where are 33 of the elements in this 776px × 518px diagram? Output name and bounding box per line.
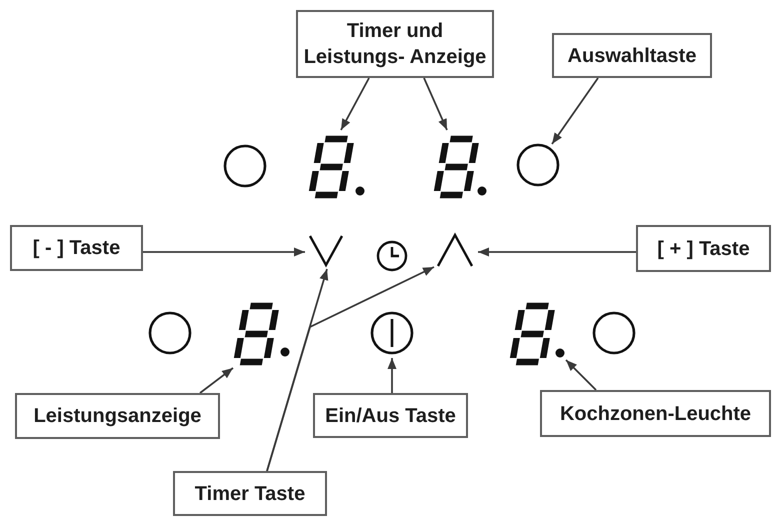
callout-box: Leistungsanzeige xyxy=(15,393,220,439)
dot-icon xyxy=(477,186,487,196)
clock-icon xyxy=(376,240,408,272)
power-icon xyxy=(369,310,415,356)
ring-icon xyxy=(222,143,268,189)
arrow xyxy=(565,359,597,391)
dot-icon xyxy=(280,347,290,357)
ring-icon xyxy=(591,310,637,356)
chevron-up-icon xyxy=(436,233,474,268)
dot-icon xyxy=(355,186,365,196)
arrow xyxy=(478,248,636,256)
arrow xyxy=(551,77,599,145)
callout-box: Timer Taste xyxy=(173,471,327,516)
callout-box: Kochzonen-Leuchte xyxy=(540,390,771,437)
ring-icon xyxy=(515,142,561,188)
seven-segment-digit xyxy=(431,133,479,199)
callout-box: [ - ] Taste xyxy=(10,225,143,271)
arrow xyxy=(423,78,448,130)
dot-icon xyxy=(555,348,565,358)
callout-box: Auswahltaste xyxy=(552,33,712,78)
callout-box: [ + ] Taste xyxy=(636,225,771,272)
arrow xyxy=(143,248,305,256)
seven-segment-digit xyxy=(306,133,354,199)
seven-segment-digit xyxy=(231,300,279,366)
arrow xyxy=(199,367,234,394)
arrow xyxy=(266,266,434,472)
callout-box: Timer und Leistungs- Anzeige xyxy=(296,10,494,78)
callout-box: Ein/Aus Taste xyxy=(313,393,468,438)
chevron-down-icon xyxy=(308,234,344,267)
arrow xyxy=(388,358,396,393)
ring-icon xyxy=(147,310,193,356)
arrow xyxy=(340,78,370,130)
seven-segment-digit xyxy=(507,300,555,366)
